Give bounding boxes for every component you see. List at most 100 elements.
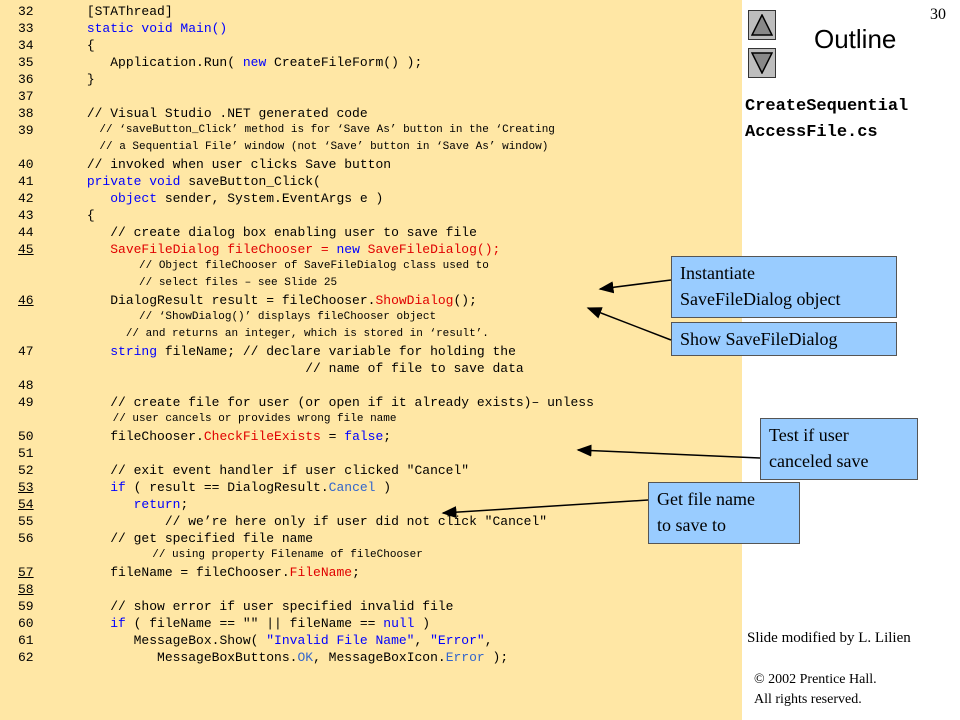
code-line: // a Sequential File’ window (not ‘Save’… xyxy=(40,139,548,156)
code-line: // select files – see Slide 25 xyxy=(40,275,337,292)
code-token: fileName; // xyxy=(157,344,267,359)
code-token: ; xyxy=(352,565,360,580)
code-token: FileName xyxy=(289,565,353,580)
code-indent xyxy=(40,599,110,614)
up-triangle-icon xyxy=(751,14,773,36)
line-number: 59 xyxy=(18,599,34,614)
line-number: 38 xyxy=(18,106,34,121)
code-token: CheckFileExists xyxy=(203,429,321,444)
line-number: 54 xyxy=(18,497,34,512)
code-token: (); xyxy=(453,293,477,308)
line-number: 39 xyxy=(18,123,34,138)
code-token: // name of file to save data xyxy=(305,361,524,376)
line-number: 32 xyxy=(18,4,34,19)
code-indent xyxy=(40,208,87,223)
code-line: private void saveButton_Click( xyxy=(40,173,321,190)
code-indent xyxy=(40,413,113,425)
code-line: if ( result == DialogResult.Cancel ) xyxy=(40,479,391,496)
code-token: ); xyxy=(484,650,509,665)
line-number: 51 xyxy=(18,446,34,461)
code-token: // using property Filename of fileChoose… xyxy=(152,549,423,561)
code-indent xyxy=(40,106,87,121)
code-line: // and returns an integer, which is stor… xyxy=(40,326,489,343)
code-token: // ‘saveButton_Click’ method is for ‘Sav… xyxy=(99,124,555,136)
copyright-line-1: © 2002 Prentice Hall. xyxy=(754,672,877,687)
code-token: Cancel xyxy=(328,480,376,495)
code-token: declare variable for holding the xyxy=(266,344,516,359)
code-indent xyxy=(40,4,87,19)
code-indent xyxy=(40,650,157,665)
outline-title: Outline xyxy=(814,24,897,54)
code-indent xyxy=(40,124,99,136)
code-line: // Visual Studio .NET generated code xyxy=(40,105,368,122)
code-token: private void xyxy=(86,174,181,189)
next-slide-button[interactable] xyxy=(748,48,776,78)
code-line: SaveFileDialog fileChooser = new SaveFil… xyxy=(40,241,500,258)
code-token: , xyxy=(484,633,493,648)
line-number: 33 xyxy=(18,21,34,36)
line-number: 55 xyxy=(18,514,34,529)
line-number: 52 xyxy=(18,463,34,478)
code-token: static void Main() xyxy=(86,21,228,36)
callout-show: Show SaveFileDialog xyxy=(671,322,897,356)
code-line: string fileName; // declare variable for… xyxy=(40,343,516,360)
code-token: = xyxy=(320,429,345,444)
callout-instantiate-line-2: SaveFileDialog object xyxy=(680,289,841,309)
code-token: ) xyxy=(375,480,392,495)
code-indent xyxy=(40,38,87,53)
code-line: static void Main() xyxy=(40,20,227,37)
code-line: [STAThread] xyxy=(40,3,173,20)
code-indent xyxy=(40,21,87,36)
code-indent xyxy=(40,565,110,580)
line-number: 37 xyxy=(18,89,34,104)
line-number: 60 xyxy=(18,616,34,631)
code-token: , MessageBoxIcon. xyxy=(313,650,446,665)
previous-slide-button[interactable] xyxy=(748,10,776,40)
callout-test-line-1: Test if user xyxy=(769,425,849,445)
slide-number: 30 xyxy=(930,6,946,23)
code-line: return; xyxy=(40,496,189,513)
code-token: false xyxy=(344,429,384,444)
code-indent xyxy=(40,497,134,512)
code-token: { xyxy=(86,38,95,53)
line-number: 41 xyxy=(18,174,34,189)
code-indent xyxy=(40,361,305,376)
code-token: saveButton_Click( xyxy=(180,174,321,189)
line-number: 42 xyxy=(18,191,34,206)
code-line: // we’re here only if user did not click… xyxy=(40,513,547,530)
line-number: 35 xyxy=(18,55,34,70)
code-indent xyxy=(40,260,139,272)
code-token: fileChooser. xyxy=(110,429,204,444)
line-number: 44 xyxy=(18,225,34,240)
code-line: { xyxy=(40,207,95,224)
code-token: Error xyxy=(445,650,485,665)
code-token: null xyxy=(383,616,415,631)
code-token: // invoked when user clicks Save button xyxy=(86,157,392,172)
code-panel: 32 [STAThread]33 static void Main()34 {3… xyxy=(0,0,742,720)
code-indent xyxy=(40,328,126,340)
code-indent xyxy=(40,429,110,444)
code-token: SaveFileDialog fileChooser = xyxy=(110,242,337,257)
code-indent xyxy=(40,55,110,70)
code-token: ) xyxy=(414,616,431,631)
code-line: // ‘saveButton_Click’ method is for ‘Sav… xyxy=(40,122,555,139)
line-number: 36 xyxy=(18,72,34,87)
code-token: "Error" xyxy=(430,633,485,648)
line-number: 56 xyxy=(18,531,34,546)
code-line: // using property Filename of fileChoose… xyxy=(40,547,423,564)
line-number: 45 xyxy=(18,242,34,257)
code-token: // a Sequential File’ window (not ‘Save’… xyxy=(99,141,549,153)
code-line: // name of file to save data xyxy=(40,360,524,377)
code-token: // select files – see Slide 25 xyxy=(139,277,338,289)
code-token: { xyxy=(86,208,95,223)
code-indent xyxy=(40,72,87,87)
code-line: } xyxy=(40,71,95,88)
code-indent xyxy=(40,157,87,172)
code-line: DialogResult result = fileChooser.ShowDi… xyxy=(40,292,477,309)
line-number: 58 xyxy=(18,582,34,597)
code-token: ShowDialog xyxy=(375,293,454,308)
code-line: fileName = fileChooser.FileName; xyxy=(40,564,360,581)
code-token: MessageBox.Show( xyxy=(133,633,267,648)
file-name-line-2: AccessFile.cs xyxy=(745,123,878,142)
code-line: object sender, System.EventArgs e ) xyxy=(40,190,383,207)
